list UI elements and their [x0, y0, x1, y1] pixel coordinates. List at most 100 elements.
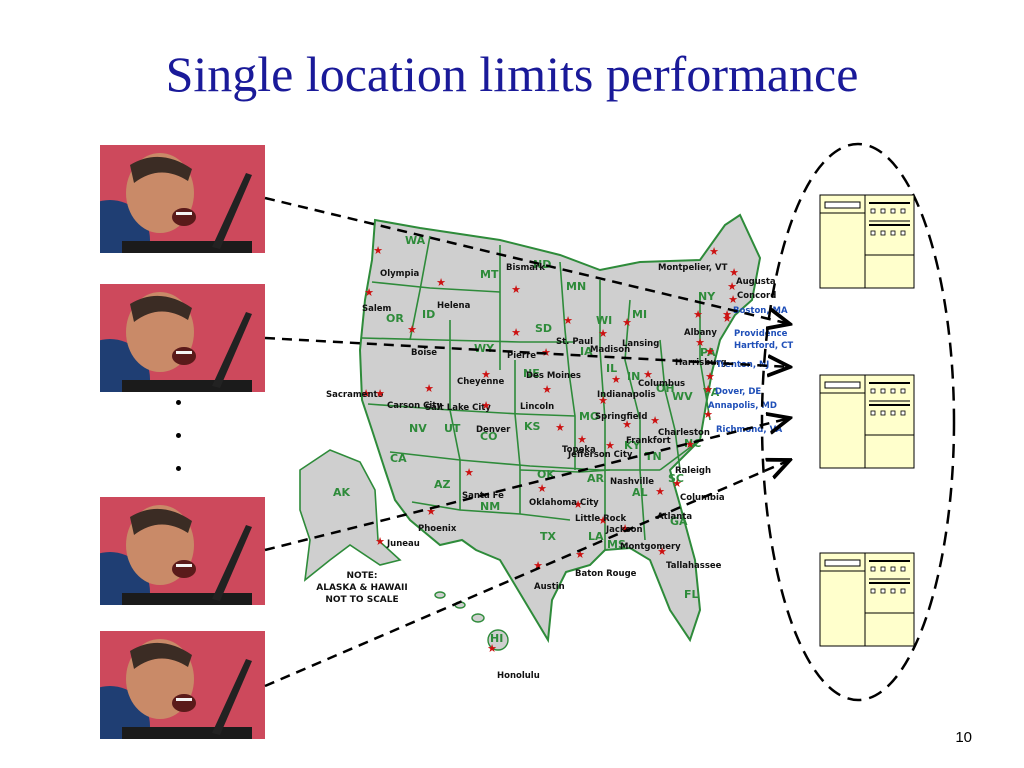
capital-star-icon: ★ [729, 266, 739, 279]
capital-label: St. Paul [556, 337, 593, 347]
capital-star-icon: ★ [481, 368, 491, 381]
capital-star-icon: ★ [703, 408, 713, 421]
capital-label: Montgomery [620, 542, 681, 552]
capital-star-icon: ★ [511, 326, 521, 339]
capital-star-icon: ★ [598, 327, 608, 340]
capital-label: Montpelier, VT [658, 263, 728, 273]
capital-label: Hartford, CT [734, 341, 793, 351]
server-icon [819, 374, 915, 469]
capital-label: Concord [737, 291, 776, 301]
capital-label: Salt Lake City [425, 403, 491, 413]
state-code-label: CA [390, 452, 407, 465]
capital-star-icon: ★ [537, 482, 547, 495]
state-code-label: NE [523, 367, 540, 380]
server-icon [819, 552, 915, 647]
state-code-label: MT [480, 268, 499, 281]
capital-star-icon: ★ [563, 314, 573, 327]
capital-star-icon: ★ [511, 283, 521, 296]
capital-label: Raleigh [675, 466, 711, 476]
capital-star-icon: ★ [577, 433, 587, 446]
capital-star-icon: ★ [693, 308, 703, 321]
capital-label: Austin [534, 582, 565, 592]
capital-label: Sacramento [326, 390, 384, 400]
state-code-label: WI [596, 314, 612, 327]
capital-star-icon: ★ [373, 244, 383, 257]
capital-star-icon: ★ [361, 387, 371, 400]
alaska-shape [299, 449, 402, 582]
capital-label: Cheyenne [457, 377, 504, 387]
capital-label: Jackson [605, 525, 643, 535]
capital-star-icon: ★ [573, 498, 583, 511]
capital-star-icon: ★ [672, 477, 682, 490]
capital-label: Richmond, VA [716, 425, 783, 435]
capital-star-icon: ★ [611, 373, 621, 386]
capital-label: Des Moines [526, 371, 581, 381]
user-photo [100, 145, 265, 253]
state-code-label: HI [490, 632, 503, 645]
capital-label: Albany [684, 328, 717, 338]
state-code-label: NV [409, 422, 427, 435]
state-code-label: FL [684, 588, 699, 601]
capital-label: Boston, MA [733, 306, 788, 316]
state-code-label: NY [698, 290, 716, 303]
capital-star-icon: ★ [375, 535, 385, 548]
connection-lines [264, 196, 790, 688]
state-code-label: LA [588, 530, 604, 543]
capital-label: Springfield [595, 412, 648, 422]
state-code-label: NM [480, 500, 500, 513]
capital-star-icon: ★ [605, 439, 615, 452]
capital-label: Frankfort [626, 436, 671, 446]
capital-star-icon: ★ [728, 293, 738, 306]
capital-label: Jefferson City [567, 450, 633, 460]
state-code-label: AR [587, 472, 605, 485]
capital-star-icon: ★ [481, 399, 491, 412]
connection-line [264, 196, 790, 324]
capital-label: Providence [734, 329, 788, 339]
state-code-label: CO [480, 430, 497, 443]
capital-star-icon: ★ [407, 323, 417, 336]
connection-line [264, 460, 790, 688]
connection-line [264, 336, 790, 367]
capital-star-icon: ★ [436, 276, 446, 289]
capital-label: Bismark [506, 263, 545, 273]
capital-star-icon: ★ [375, 387, 385, 400]
capital-star-icon: ★ [542, 383, 552, 396]
capital-star-icon: ★ [722, 312, 732, 325]
hawaii-shape [434, 591, 509, 651]
connection-line [264, 418, 790, 552]
state-code-label: OH [656, 382, 675, 395]
state-code-label: AK [333, 486, 351, 499]
capital-star-icon: ★ [575, 548, 585, 561]
capital-star-icon: ★ [705, 370, 715, 383]
capital-star-icon: ★ [598, 514, 608, 527]
capital-star-icon: ★ [655, 485, 665, 498]
capital-star-icon: ★ [695, 336, 705, 349]
capital-label: Lincoln [520, 402, 554, 412]
map-note: NOTE: ALASKA & HAWAII NOT TO SCALE [316, 571, 407, 605]
capital-star-icon: ★ [620, 522, 630, 535]
user-photo [100, 631, 265, 739]
capital-star-icon: ★ [622, 316, 632, 329]
capital-star-icon: ★ [424, 382, 434, 395]
state-code-label: PA [700, 346, 716, 359]
capital-label: Columbus [638, 379, 685, 389]
capital-label: Nashville [610, 477, 654, 487]
capital-label: Oklahoma City [529, 498, 599, 508]
capital-label: Honolulu [497, 671, 540, 681]
capital-star-icon: ★ [364, 286, 374, 299]
capital-label: Olympia [380, 269, 420, 279]
state-code-label: OR [386, 312, 404, 325]
state-code-label: ID [422, 308, 435, 321]
capital-star-icon: ★ [703, 383, 713, 396]
us-map [299, 213, 762, 651]
state-code-label: IL [606, 362, 617, 375]
capital-star-icon: ★ [426, 505, 436, 518]
state-code-label: GA [670, 515, 688, 528]
capital-label: Topeka [562, 445, 596, 455]
state-code-label: UT [444, 422, 461, 435]
state-code-label: AL [632, 486, 648, 499]
state-code-label: AZ [434, 478, 451, 491]
capital-star-icon: ★ [657, 545, 667, 558]
slide-title: Single location limits performance [165, 46, 859, 102]
